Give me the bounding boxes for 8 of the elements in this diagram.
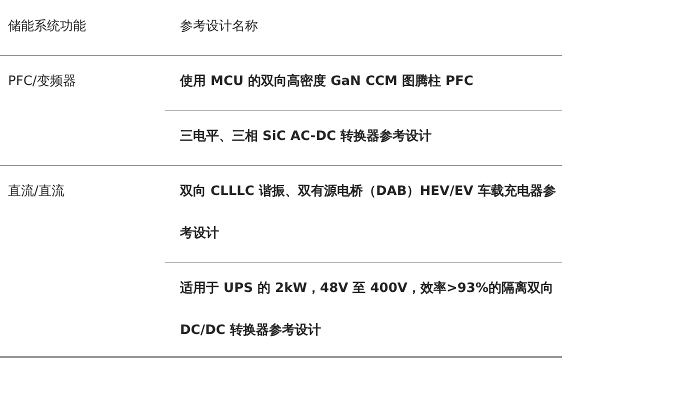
table-cell-text: 三电平、三相 SiC AC-DC 转换器参考设计	[180, 128, 433, 146]
column-header: 参考设计名称	[180, 18, 259, 36]
table-cell-text: 适用于 UPS 的 2kW，48V 至 400V，效率>93%的隔离双向 DC/DC 转换器参考设计	[180, 280, 554, 340]
column-header: 储能系统功能	[8, 18, 87, 36]
table-cell-text: 双向 CLLLC 谐振、双有源电桥（DAB）HEV/EV 车载充电器参考设计	[180, 182, 557, 243]
table-cell-text: 直流/直流	[8, 183, 66, 201]
table-cell-text: 使用 MCU 的双向高密度 GaN CCM 图腾柱 PFC	[180, 72, 474, 91]
table-cell-text: PFC/变频器	[8, 73, 77, 91]
